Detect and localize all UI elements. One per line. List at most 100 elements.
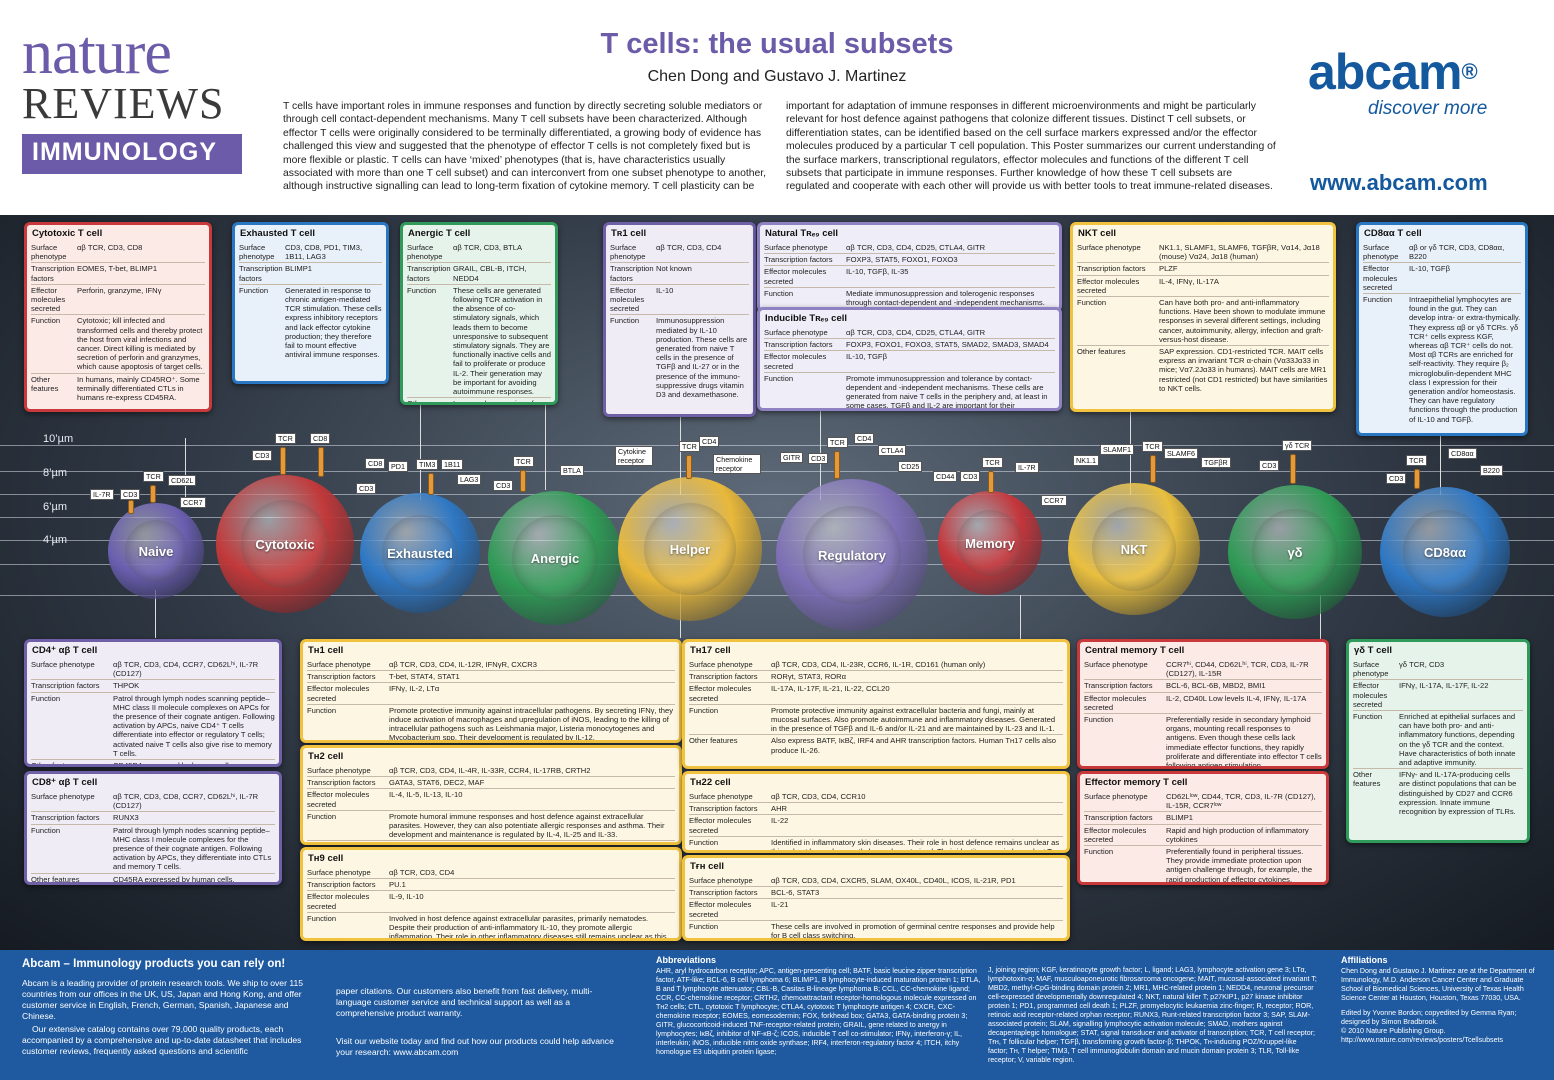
row-value: Not known xyxy=(656,264,692,274)
receptor-label: CD3 xyxy=(1386,473,1407,484)
cell-anergic[interactable]: Anergic xyxy=(488,491,622,625)
row-value: αβ TCR, CD3, CD4, CD25, CTLA4, GITR xyxy=(846,243,986,252)
cell-gamma-delta[interactable]: γδ xyxy=(1228,485,1362,619)
cell-exhausted[interactable]: Exhausted xyxy=(360,493,480,613)
connector-line xyxy=(420,380,421,500)
scale-label-10: 10’µm xyxy=(43,433,74,445)
connector-line xyxy=(1020,595,1021,640)
receptor-label: TCR xyxy=(1406,455,1427,466)
row-label: Surface phenotype xyxy=(307,868,371,877)
cell-label: NKT xyxy=(1120,541,1148,557)
row-label: Transcription factors xyxy=(307,778,376,788)
row-value: Cytotoxic; kill infected and transformed… xyxy=(77,316,203,372)
row-label: Surface phenotype xyxy=(1084,660,1148,669)
card-title: CD8αα T cell xyxy=(1364,228,1422,239)
receptor-label: TGFβR xyxy=(1201,457,1231,468)
row-label: Transcription factors xyxy=(610,264,654,283)
cell-memory[interactable]: Memory xyxy=(938,491,1042,595)
row-label: Surface phenotype xyxy=(1363,243,1399,262)
row-value: Perforin, granzyme, IFNγ xyxy=(77,285,162,295)
card-title: Tʀ1 cell xyxy=(611,228,647,239)
abcam-url-link[interactable]: www.abcam.com xyxy=(1310,170,1488,195)
row-value: CD45RA expressed by human cells. xyxy=(113,874,235,882)
receptor-label: SLAMF6 xyxy=(1164,448,1198,459)
row-value: Promote humoral immune responses and hos… xyxy=(389,811,665,840)
row-label: Other features xyxy=(31,761,109,764)
row-value: αβ TCR, CD3, CD4, IL-23R, CCR6, IL-1R, C… xyxy=(771,660,986,669)
receptor-label: CD4 xyxy=(854,433,875,444)
row-value: Involved in host defence against extrace… xyxy=(389,913,667,938)
row-value: RUNX3 xyxy=(113,813,139,823)
poster-url-link[interactable]: http://www.nature.com/reviews/posters/Tc… xyxy=(1341,1036,1504,1044)
row-value: NK1.1, SLAMF1, SLAMF6, TGFβR, Vα14, Jα18… xyxy=(1159,243,1320,262)
cell-helper[interactable]: Helper xyxy=(618,477,762,621)
row-value: Preferentially found in peripheral tissu… xyxy=(1166,847,1313,882)
cell-cytotoxic[interactable]: Cytotoxic xyxy=(216,475,354,613)
row-label: Effector molecules secreted xyxy=(764,267,827,286)
abcam-logo[interactable]: abcam® discover more xyxy=(1308,46,1538,120)
receptor-label: TCR xyxy=(143,471,164,482)
receptor-label: CD8αα xyxy=(1448,448,1477,459)
row-value: IL-10, TGFβ, IL-35 xyxy=(846,267,909,277)
receptor-label: B220 xyxy=(1480,465,1503,476)
affiliations-text: Chen Dong and Gustavo J. Martinez are at… xyxy=(1341,967,1535,1002)
receptor-label: CD3 xyxy=(1259,460,1280,471)
row-value: αβ TCR, CD3, CD4, CCR7, CD62Lʰⁱ, IL-7R (… xyxy=(113,660,259,679)
receptor-label: TIM3 xyxy=(416,459,439,470)
abbreviations-title: Abbreviations xyxy=(656,955,717,965)
row-label: Function xyxy=(307,811,337,821)
receptor-stalk xyxy=(150,485,156,503)
nature-reviews-logo[interactable]: nature REVIEWS IMMUNOLOGY xyxy=(22,22,242,174)
cell-naive[interactable]: Naive xyxy=(108,503,204,599)
cell-regulatory[interactable]: Regulatory xyxy=(776,479,928,631)
card-title: γδ T cell xyxy=(1354,645,1392,656)
row-label: Surface phenotype xyxy=(1353,660,1389,679)
receptor-label: Chemokine receptor xyxy=(713,454,761,474)
receptor-label: CD25 xyxy=(898,461,923,472)
row-value: Increased expression of p27KIP1, which l… xyxy=(449,399,551,402)
footer-title: Abcam – Immunology products you can rely… xyxy=(22,958,286,970)
receptor-label: CD3 xyxy=(808,453,829,464)
row-value: γδ TCR, CD3 xyxy=(1399,660,1445,669)
row-label: Transcription factors xyxy=(1084,813,1153,823)
intro-right: important for adaptation of immune respo… xyxy=(786,101,1276,193)
cell-nkt[interactable]: NKT xyxy=(1068,483,1200,615)
row-label: Function xyxy=(31,316,61,326)
cell-cd8aa[interactable]: CD8αα xyxy=(1380,487,1510,617)
row-label: Effector molecules secreted xyxy=(1077,276,1140,295)
